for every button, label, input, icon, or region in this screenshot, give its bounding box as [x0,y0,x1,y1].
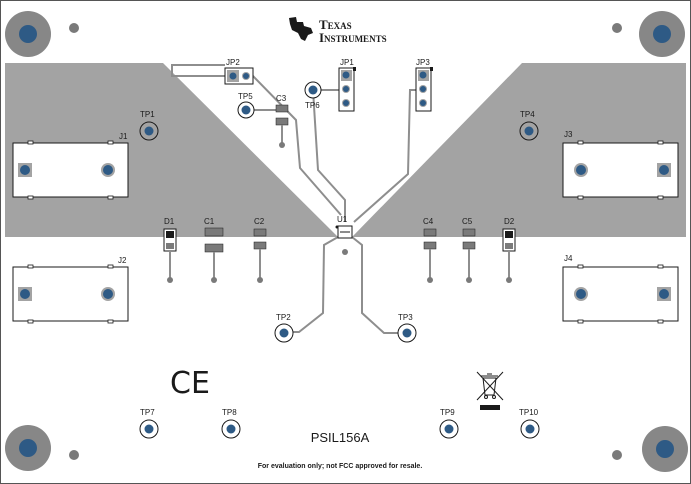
tp10-label: TP10 [519,408,539,417]
c1-label: C1 [204,217,215,226]
tp5-test-point: TP5 [237,92,255,119]
tp2-test-point: TP2 [274,313,294,343]
tp8-test-point: TP8 [221,408,241,439]
tp1-label: TP1 [140,110,155,119]
fcc-disclaimer: For evaluation only; not FCC approved fo… [258,463,423,470]
brand-line1: Texas [319,17,352,32]
mounting-hole-top-left [5,11,51,57]
d2-label: D2 [504,217,515,226]
j4-connector: J4 [562,254,679,324]
j1-connector: J1 [12,132,129,200]
tp7-test-point: TP7 [139,408,159,439]
c2-capacitor: C2 [253,217,267,283]
u1-ic: U1 [335,215,353,255]
tp2-label: TP2 [276,313,291,322]
tp6-test-point: TP6 [304,81,322,110]
c3-capacitor: C3 [275,94,289,148]
c2-label: C2 [254,217,265,226]
tp4-test-point: TP4 [519,110,539,141]
c5-label: C5 [462,217,473,226]
jp3-jumper: JP3 [415,58,433,112]
j4-label: J4 [564,254,573,263]
tooling-hole [612,23,622,33]
tp1-test-point: TP1 [139,110,159,141]
jp2-jumper: JP2 [224,58,254,85]
tp10-test-point: TP10 [519,408,540,439]
j2-label: J2 [118,256,127,265]
j1-label: J1 [119,132,128,141]
tp3-test-point: TP3 [397,313,417,343]
mounting-hole-top-right [639,11,685,57]
tooling-hole [612,450,622,460]
c3-label: C3 [276,94,287,103]
c5-capacitor: C5 [462,217,476,283]
d2-diode: D2 [502,217,516,283]
tooling-hole [69,23,79,33]
tooling-hole [69,450,79,460]
d1-diode: D1 [163,217,177,283]
j3-connector: J3 [562,130,679,200]
jp3-label: JP3 [416,58,430,67]
mounting-hole-bottom-left [5,425,51,471]
tp8-label: TP8 [222,408,237,417]
tp3-label: TP3 [398,313,413,322]
mounting-hole-bottom-right [642,426,688,472]
tp9-label: TP9 [440,408,455,417]
c1-capacitor: C1 [204,217,224,283]
board-name: PSIL156A [311,430,370,445]
tp7-label: TP7 [140,408,155,417]
tp5-label: TP5 [238,92,253,101]
ti-logo: Texas Instruments [289,17,387,45]
c4-label: C4 [423,217,434,226]
tp6-label: TP6 [305,101,320,110]
texas-state-icon [289,17,313,41]
jp2-label: JP2 [226,58,240,67]
j2-connector: J2 [12,256,129,324]
c4-capacitor: C4 [423,217,437,283]
jp1-label: JP1 [340,58,354,67]
j3-label: J3 [564,130,573,139]
brand-line2: Instruments [319,30,387,45]
tp9-test-point: TP9 [439,408,459,439]
weee-bin-icon [476,371,504,410]
jp1-jumper: JP1 [338,58,356,112]
d1-label: D1 [164,217,175,226]
tp4-label: TP4 [520,110,535,119]
ce-mark: CE [170,366,210,401]
u1-label: U1 [337,215,348,224]
